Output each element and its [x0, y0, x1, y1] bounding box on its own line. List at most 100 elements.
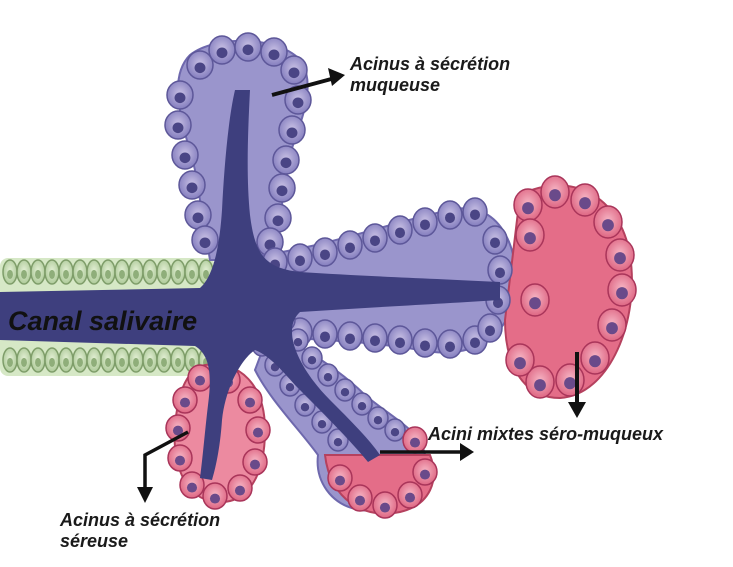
cell-nucleus [524, 232, 536, 245]
cell-nucleus [444, 341, 456, 353]
cell-nucleus [174, 455, 186, 466]
cell-nucleus [49, 269, 55, 279]
cell-nucleus [292, 97, 304, 109]
cell-nucleus [369, 335, 381, 347]
cell-nucleus [419, 469, 431, 480]
cell-nucleus [35, 269, 41, 279]
cell-nucleus [614, 252, 626, 265]
cell-nucleus [186, 182, 198, 194]
cell-nucleus [272, 215, 284, 227]
cell-nucleus [133, 357, 139, 367]
duct-lumen [0, 90, 500, 480]
cell-nucleus [357, 402, 367, 411]
cell-nucleus [288, 67, 300, 79]
label-mixed-acini: Acini mixtes séro-muqueux [428, 424, 664, 444]
cell-nucleus [264, 239, 276, 251]
cell-nucleus [216, 47, 228, 59]
cell-nucleus [186, 482, 198, 493]
cell-nucleus [119, 269, 125, 279]
cell-nucleus [394, 227, 406, 239]
cell-nucleus [252, 427, 264, 438]
cell-nucleus [549, 189, 561, 202]
cell-nucleus [7, 269, 13, 279]
cell-nucleus [286, 127, 298, 139]
cell-nucleus [179, 397, 191, 408]
cell-nucleus [602, 219, 614, 232]
cell-nucleus [119, 357, 125, 367]
cell-nucleus [203, 269, 209, 279]
cell-nucleus [514, 357, 526, 370]
label-salivary-duct: Canal salivaire [8, 306, 198, 336]
cell-nucleus [300, 403, 310, 412]
cell-nucleus [161, 269, 167, 279]
cell-nucleus [333, 438, 343, 447]
cell-nucleus [344, 242, 356, 254]
label-serous-line2: séreuse [60, 530, 129, 551]
cell-nucleus [409, 437, 421, 448]
cell-nucleus [419, 219, 431, 231]
cell-nucleus [307, 356, 317, 365]
cell-nucleus [147, 269, 153, 279]
cell-nucleus [161, 357, 167, 367]
cell-nucleus [522, 202, 534, 215]
cell-nucleus [179, 152, 191, 164]
cell-nucleus [175, 357, 181, 367]
cell-nucleus [133, 269, 139, 279]
cell-nucleus [234, 485, 246, 496]
cell-nucleus [174, 92, 186, 104]
cell-nucleus [7, 357, 13, 367]
cell-nucleus [21, 269, 27, 279]
cell-nucleus [63, 269, 69, 279]
cell-nucleus [285, 383, 295, 392]
label-serous-acinus: Acinus à sécrétion séreuse [60, 510, 220, 551]
cell-nucleus [606, 322, 618, 335]
cell-nucleus [35, 357, 41, 367]
cell-nucleus [276, 185, 288, 197]
cell-nucleus [172, 425, 184, 436]
cell-nucleus [394, 337, 406, 349]
cell-nucleus [616, 287, 628, 300]
cell-nucleus [63, 357, 69, 367]
cell-nucleus [323, 373, 333, 382]
cell-nucleus [294, 255, 306, 267]
label-mucous-line1: Acinus à sécrétion [350, 54, 511, 74]
label-serous-line1: Acinus à sécrétion [60, 510, 221, 530]
arrow-serous [137, 430, 189, 503]
cell-nucleus [369, 235, 381, 247]
cell-nucleus [77, 269, 83, 279]
cell-nucleus [21, 357, 27, 367]
cell-nucleus [77, 357, 83, 367]
label-mucous-acinus: Acinus à sécrétion muqueuse [350, 54, 510, 95]
cell-nucleus [199, 237, 211, 249]
cell-nucleus [373, 416, 383, 425]
cell-nucleus [354, 495, 366, 506]
cell-nucleus [390, 428, 400, 437]
cell-nucleus [319, 331, 331, 343]
label-mucous-line2: muqueuse [350, 74, 441, 95]
cell-nucleus [105, 357, 111, 367]
cell-nucleus [589, 355, 601, 368]
cell-nucleus [49, 357, 55, 367]
cell-nucleus [419, 340, 431, 352]
cell-nucleus [172, 122, 184, 134]
cell-nucleus [534, 379, 546, 392]
cell-nucleus [494, 267, 506, 279]
cell-nucleus [319, 249, 331, 261]
cell-nucleus [529, 297, 541, 310]
cell-nucleus [194, 62, 206, 74]
arrow-mixed-right [568, 352, 586, 418]
cell-nucleus [469, 337, 481, 349]
cell-nucleus [268, 49, 280, 61]
cell-nucleus [194, 375, 206, 386]
cell-nucleus [444, 212, 456, 224]
cell-nucleus [469, 209, 481, 221]
cell-nucleus [189, 269, 195, 279]
cell-nucleus [340, 388, 350, 397]
cell-nucleus [344, 333, 356, 345]
cell-nucleus [379, 502, 391, 513]
cell-nucleus [242, 44, 254, 56]
arrow-mucous [271, 68, 345, 97]
cell-nucleus [293, 338, 303, 347]
cell-nucleus [175, 269, 181, 279]
cell-nucleus [317, 420, 327, 429]
